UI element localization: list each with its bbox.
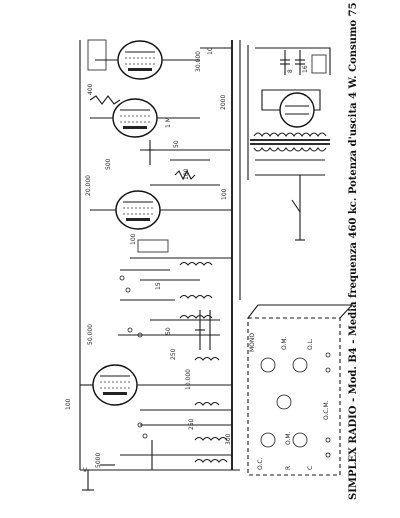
label-r11: 2000	[220, 95, 227, 110]
label-r5: 250	[170, 348, 177, 360]
label-r4: 10.000	[185, 369, 192, 390]
converter-tube	[80, 364, 232, 406]
label-r12: 100	[130, 233, 137, 245]
switch-panel: MONO O.C. R C O.M. O.L. O.M. O.C.M.	[247, 304, 353, 476]
component-labels: 5000 100 50.000 10.000 250 20.000 1 M 40…	[65, 47, 309, 468]
switch-right-2: O.M.	[285, 431, 292, 445]
label-r9: 30.000	[195, 51, 202, 72]
label-c6: 8	[287, 69, 294, 73]
label-c9: 50	[165, 327, 172, 335]
detector-network	[140, 140, 230, 186]
if-transformer	[130, 239, 232, 319]
switch-left-1: R	[285, 466, 292, 470]
converter-network	[118, 269, 220, 350]
ground-label: V	[83, 467, 88, 474]
rf-coils	[120, 356, 232, 470]
knob-5	[292, 432, 308, 448]
switch-right-0: O.M.	[281, 336, 288, 350]
label-c3: 100	[183, 168, 190, 180]
label-c5: 16	[302, 65, 309, 73]
power-transformer	[250, 132, 330, 241]
driver-tube	[89, 95, 200, 138]
switch-right-1: O.L.	[307, 338, 314, 350]
power-rail	[79, 40, 249, 471]
label-r1: 5000	[95, 453, 102, 468]
switch-bottom: O.C.M.	[323, 400, 330, 420]
label-c10: 300	[225, 433, 232, 445]
label-c4: 500	[105, 158, 112, 170]
knob-3	[276, 394, 292, 410]
filter-capacitors	[255, 47, 331, 75]
knob-1	[260, 357, 276, 373]
label-c7: 15	[155, 282, 162, 290]
label-r7: 1 M	[165, 117, 172, 128]
knob-4	[260, 432, 276, 448]
label-c2: 50	[173, 140, 180, 148]
label-c1: 10	[207, 47, 214, 55]
knob-2	[292, 357, 308, 373]
switch-left-2: C	[307, 466, 314, 470]
label-c8: 250	[188, 418, 195, 430]
rectifier-tube	[261, 89, 321, 128]
output-tube	[87, 39, 232, 80]
if-tube	[90, 190, 232, 230]
switch-panel-title: MONO	[249, 333, 256, 352]
switch-left-0: O.C.	[257, 457, 264, 470]
antenna-input: V	[82, 464, 115, 491]
label-r8: 400	[87, 83, 94, 95]
label-r3: 50.000	[87, 324, 94, 345]
label-r6: 20.000	[85, 175, 92, 196]
label-r2: 100	[65, 398, 72, 410]
label-r10: 100	[221, 188, 228, 200]
schematic-caption: SIMPLEX RADIO - Mod. B4 - Media frequenz…	[348, 0, 359, 500]
